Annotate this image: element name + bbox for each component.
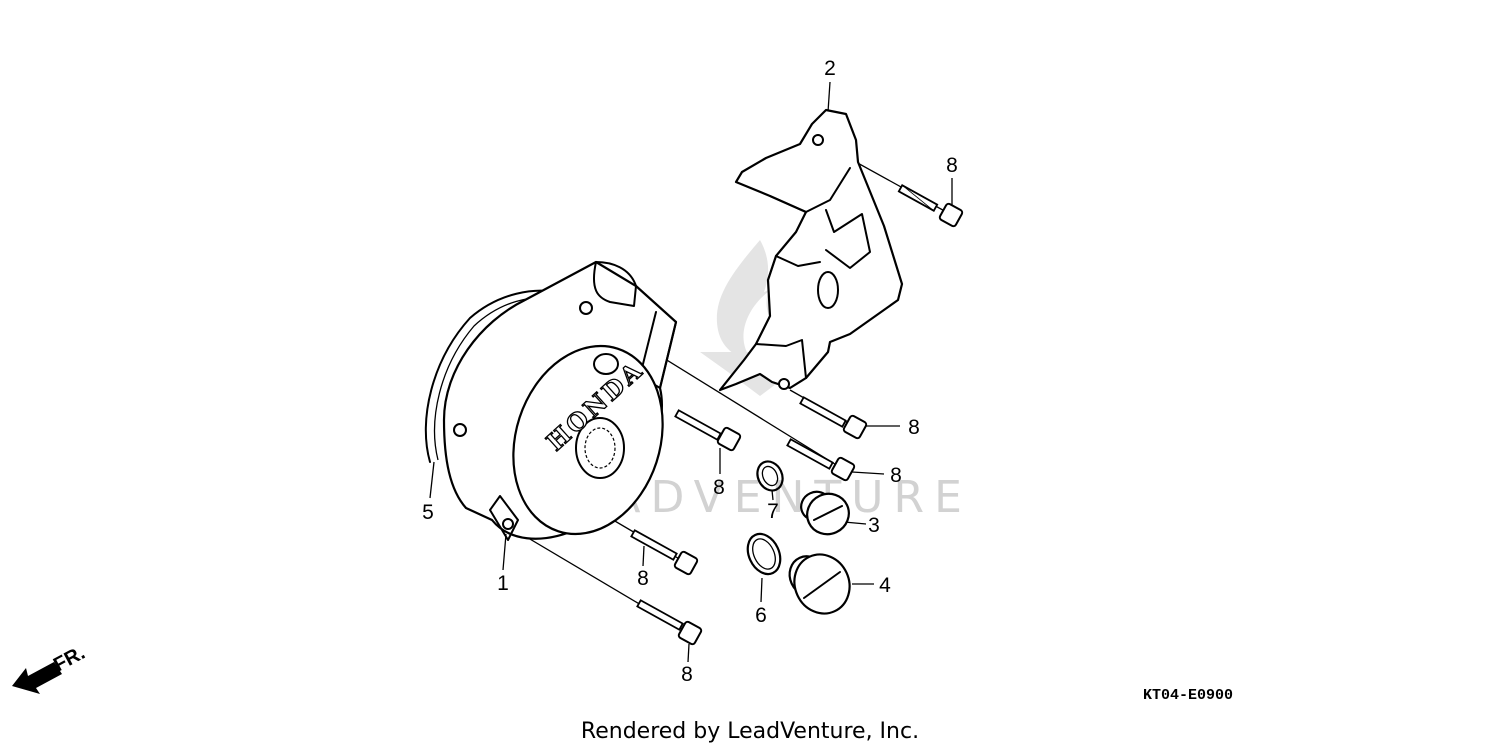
callout-3: 3 — [868, 514, 880, 537]
part-1-left-crankcase-cover: HONDA — [442, 260, 678, 541]
part-4-crankshaft-hole-cap — [788, 553, 851, 615]
bolt — [786, 438, 856, 482]
callout-7: 7 — [767, 500, 779, 523]
front-arrow-icon — [12, 662, 62, 694]
front-direction-indicator: FR. — [12, 642, 89, 694]
part-7-o-ring — [756, 460, 784, 492]
callout-4: 4 — [879, 574, 891, 597]
callout-2: 2 — [824, 57, 836, 80]
part-8-bolts — [630, 184, 964, 646]
part-3-timing-hole-cap — [800, 490, 850, 536]
bolt — [636, 599, 703, 646]
bolt — [897, 184, 964, 228]
callout-1: 1 — [497, 572, 509, 595]
callout-8: 8 — [637, 567, 649, 590]
bolt — [630, 529, 699, 576]
callout-8: 8 — [890, 464, 902, 487]
callout-labels: 1 2 3 4 5 6 7 8 8 8 8 8 8 — [422, 57, 958, 686]
cover-bolt-hole — [453, 423, 467, 437]
cover-bolt-hole — [579, 301, 593, 315]
bolt — [674, 409, 742, 452]
cover-small-hole — [593, 353, 619, 375]
part-6-o-ring — [746, 532, 782, 576]
callout-8: 8 — [946, 154, 958, 177]
credit-line: Rendered by LeadVenture, Inc. — [581, 719, 919, 744]
drawing-code: KT04-E0900 — [1143, 687, 1233, 704]
part-2-sprocket-cover — [718, 108, 904, 392]
bolt — [799, 396, 868, 440]
callout-8: 8 — [908, 416, 920, 439]
callout-5: 5 — [422, 501, 434, 524]
callout-6: 6 — [755, 604, 767, 627]
callout-8: 8 — [713, 476, 725, 499]
callout-8: 8 — [681, 663, 693, 686]
